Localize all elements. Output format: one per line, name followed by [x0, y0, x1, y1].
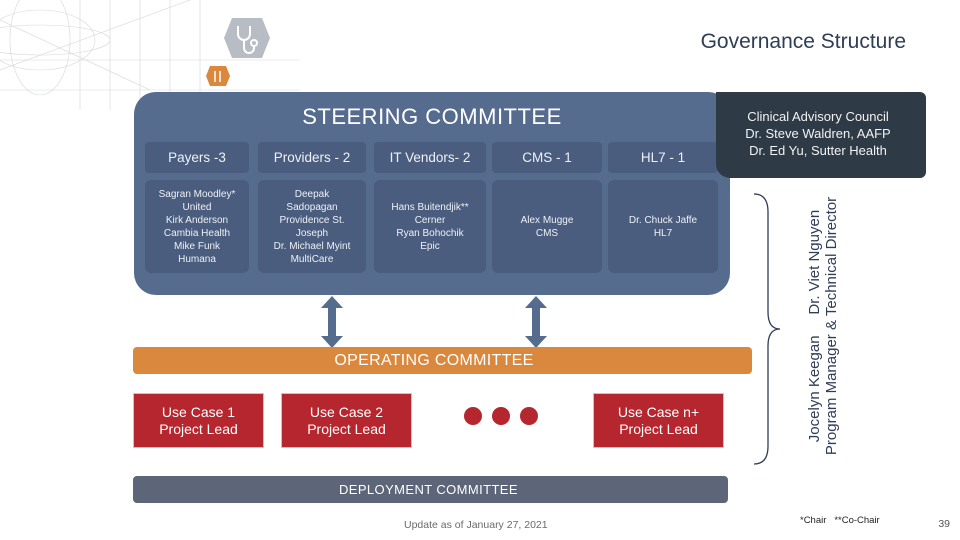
update-date-note: Update as of January 27, 2021 [404, 519, 548, 531]
member-line: Humana [178, 253, 216, 265]
ellipsis-dot [464, 407, 482, 425]
it-vendors-members-box: Hans Buitendjik** Cerner Ryan Bohochik E… [374, 180, 486, 273]
use-case-name: Use Case 2 [309, 403, 384, 420]
use-case-role: Project Lead [159, 420, 238, 437]
member-line: Dr. Michael Myint [273, 240, 351, 252]
advisory-line: Clinical Advisory Council [747, 109, 889, 124]
column-header-cms: CMS - 1 [492, 142, 602, 173]
column-header-it-vendors: IT Vendors- 2 [374, 142, 486, 173]
use-case-2-box: Use Case 2 Project Lead [281, 393, 412, 448]
advisory-line: Dr. Steve Waldren, AAFP [745, 126, 891, 141]
member-line: Sagran Moodley* [158, 188, 236, 200]
page-title: Governance Structure [700, 30, 906, 53]
use-case-n-box: Use Case n+ Project Lead [593, 393, 724, 448]
double-arrow-icon [525, 296, 547, 348]
providers-members-box: Deepak Sadopagan Providence St. Joseph D… [258, 180, 366, 273]
column-header-payers: Payers -3 [145, 142, 249, 173]
operating-committee-bar [133, 347, 752, 374]
clinical-advisory-council-text: Clinical Advisory Council Dr. Steve Wald… [716, 108, 920, 159]
member-line: CMS [535, 227, 559, 239]
hl7-members-box: Dr. Chuck Jaffe HL7 [608, 180, 718, 273]
stethoscope-icon [237, 26, 258, 54]
member-line: Joseph [295, 227, 329, 239]
ellipsis-dot [492, 407, 510, 425]
vial-icon [214, 71, 221, 82]
member-line: United [182, 201, 212, 213]
steering-committee-title: STEERING COMMITTEE [302, 104, 562, 129]
member-line: Alex Mugge [520, 214, 574, 226]
deployment-committee-title: DEPLOYMENT COMMITTEE [339, 482, 518, 497]
advisory-line: Dr. Ed Yu, Sutter Health [749, 143, 887, 158]
member-line: Kirk Anderson [165, 214, 229, 226]
page-number: 39 [938, 518, 950, 530]
staff-roles: Jocelyn Keegan Dr. Viet Nguyen Program M… [806, 186, 858, 466]
member-line: HL7 [653, 227, 673, 239]
stethoscope-badge [224, 18, 270, 58]
member-line: Mike Funk [173, 240, 221, 252]
operating-committee-title: OPERATING COMMITTEE [334, 352, 534, 369]
member-line: Cerner [414, 214, 446, 226]
small-badge [206, 66, 230, 86]
deployment-committee-bar [133, 476, 728, 503]
staff-names: Jocelyn Keegan Dr. Viet Nguyen [806, 209, 823, 443]
header-decoration [0, 0, 300, 110]
use-case-name: Use Case n+ [617, 403, 700, 420]
member-line: Ryan Bohochik [396, 227, 464, 239]
member-line: Hans Buitendjik** [391, 201, 469, 213]
right-bracket [753, 193, 781, 465]
cms-members-box: Alex Mugge CMS [492, 180, 602, 273]
use-case-role: Project Lead [307, 420, 386, 437]
column-header-providers: Providers - 2 [258, 142, 366, 173]
chair-footnote: *Chair **Co-Chair [800, 515, 880, 526]
member-line: Deepak [294, 188, 330, 200]
member-line: Epic [420, 240, 440, 252]
staff-titles: Program Manager & Technical Director [823, 196, 840, 456]
use-case-role: Project Lead [619, 420, 698, 437]
member-line: Dr. Chuck Jaffe [628, 214, 698, 226]
use-case-1-box: Use Case 1 Project Lead [133, 393, 264, 448]
payers-members-box: Sagran Moodley* United Kirk Anderson Cam… [145, 180, 249, 273]
column-header-hl7: HL7 - 1 [608, 142, 718, 173]
member-line: MultiCare [290, 253, 334, 265]
use-case-name: Use Case 1 [161, 403, 236, 420]
double-arrow-icon [321, 296, 343, 348]
member-line: Cambia Health [163, 227, 231, 239]
member-line: Providence St. [279, 214, 345, 226]
ellipsis-dot [520, 407, 538, 425]
clinical-advisory-council-panel [716, 92, 926, 178]
member-line: Sadopagan [286, 201, 338, 213]
